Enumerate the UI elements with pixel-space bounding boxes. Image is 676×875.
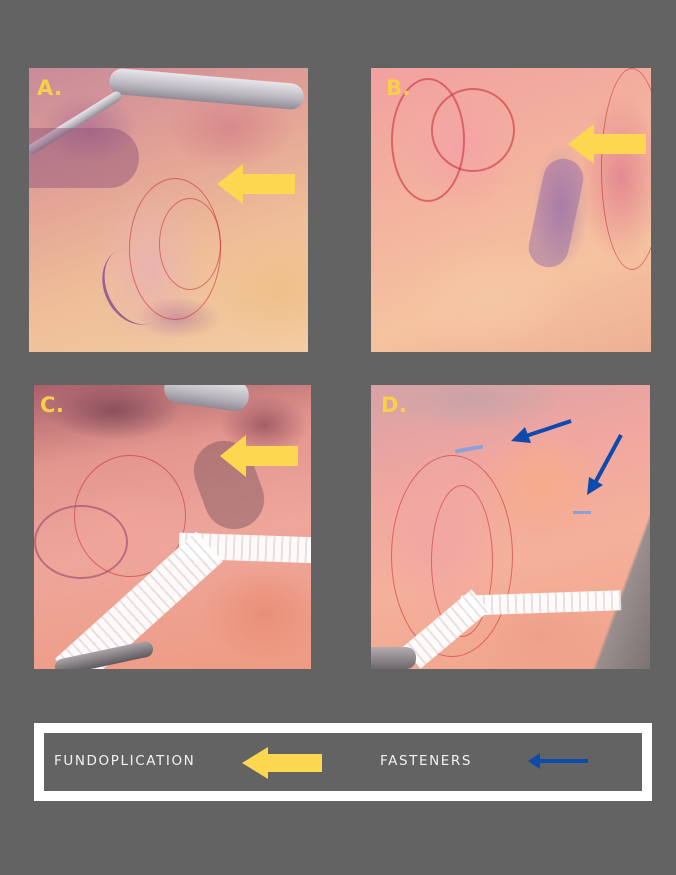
fastener-marker: [573, 511, 591, 514]
purple-tissue: [525, 155, 587, 271]
legend-box: FUNDOPLICATION FASTENERS: [34, 723, 652, 801]
panel-label-c: C.: [40, 393, 65, 417]
vessel-line: [391, 455, 513, 657]
tissue-shadow: [29, 128, 139, 188]
legend-fundoplication-arrow-icon: [242, 747, 322, 779]
vessel-line: [431, 88, 515, 172]
retractor-instrument: [162, 385, 251, 413]
vessel-line: [34, 505, 128, 579]
legend-label-fasteners: FASTENERS: [380, 753, 473, 769]
fastener-arrow-icon: [511, 419, 572, 443]
vessel-line: [431, 485, 493, 637]
fundoplication-arrow-icon: [220, 435, 298, 477]
fastener-arrow-icon: [587, 434, 623, 495]
panel-label-d: D.: [381, 393, 408, 417]
photo-panel-c: C.: [34, 385, 311, 669]
legend-fasteners-arrow-icon: [528, 753, 588, 769]
fastener-marker: [454, 444, 484, 454]
grasper-instrument: [371, 647, 416, 669]
retractor-instrument: [108, 68, 305, 111]
photo-panel-a: A.: [29, 68, 308, 352]
fundoplication-arrow-icon: [568, 124, 646, 164]
panel-label-b: B.: [386, 76, 411, 100]
vessel-line: [159, 198, 221, 290]
photo-panel-d: D.: [371, 385, 650, 669]
fundoplication-arrow-icon: [217, 164, 295, 204]
legend-label-fundoplication: FUNDOPLICATION: [54, 753, 196, 769]
photo-panel-b: B.: [371, 68, 651, 352]
vessel-line: [601, 68, 651, 270]
panel-label-a: A.: [37, 76, 63, 100]
